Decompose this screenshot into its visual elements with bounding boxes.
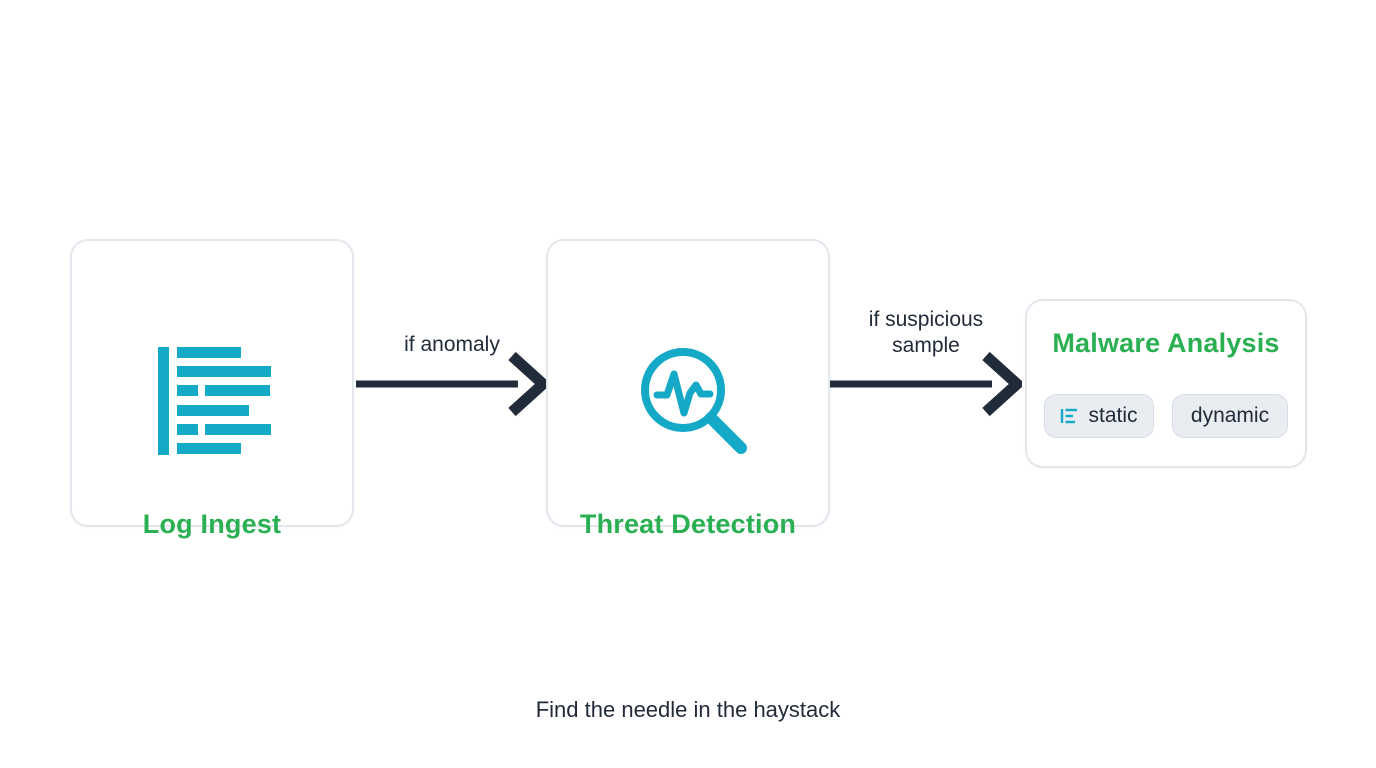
arrow-right-icon — [356, 350, 552, 423]
node-malware-analysis-title: Malware Analysis — [1052, 328, 1280, 358]
node-threat-detection-title: Threat Detection — [579, 509, 797, 539]
diagram-caption: Find the needle in the haystack — [535, 697, 841, 722]
node-malware-analysis: Malware Analysis static dynamic — [1025, 299, 1307, 468]
dynamic-chip-label: dynamic — [1190, 404, 1270, 427]
static-analysis-chip[interactable]: static — [1044, 394, 1154, 438]
arrow-right-icon — [830, 350, 1026, 423]
node-log-ingest-title: Log Ingest — [142, 509, 282, 539]
dynamic-analysis-chip[interactable]: dynamic — [1172, 394, 1288, 438]
log-lines-icon — [158, 347, 272, 460]
node-log-ingest: Log Ingest — [70, 239, 354, 539]
node-threat-detection: Threat Detection — [546, 239, 830, 539]
search-pulse-icon — [636, 345, 750, 466]
edge-label-if-anomaly: if anomaly — [404, 333, 500, 356]
edge-label-if-suspicious-sample: if suspicious sample — [868, 308, 984, 357]
static-chip-label: static — [1088, 404, 1138, 427]
list-icon — [1060, 406, 1080, 426]
